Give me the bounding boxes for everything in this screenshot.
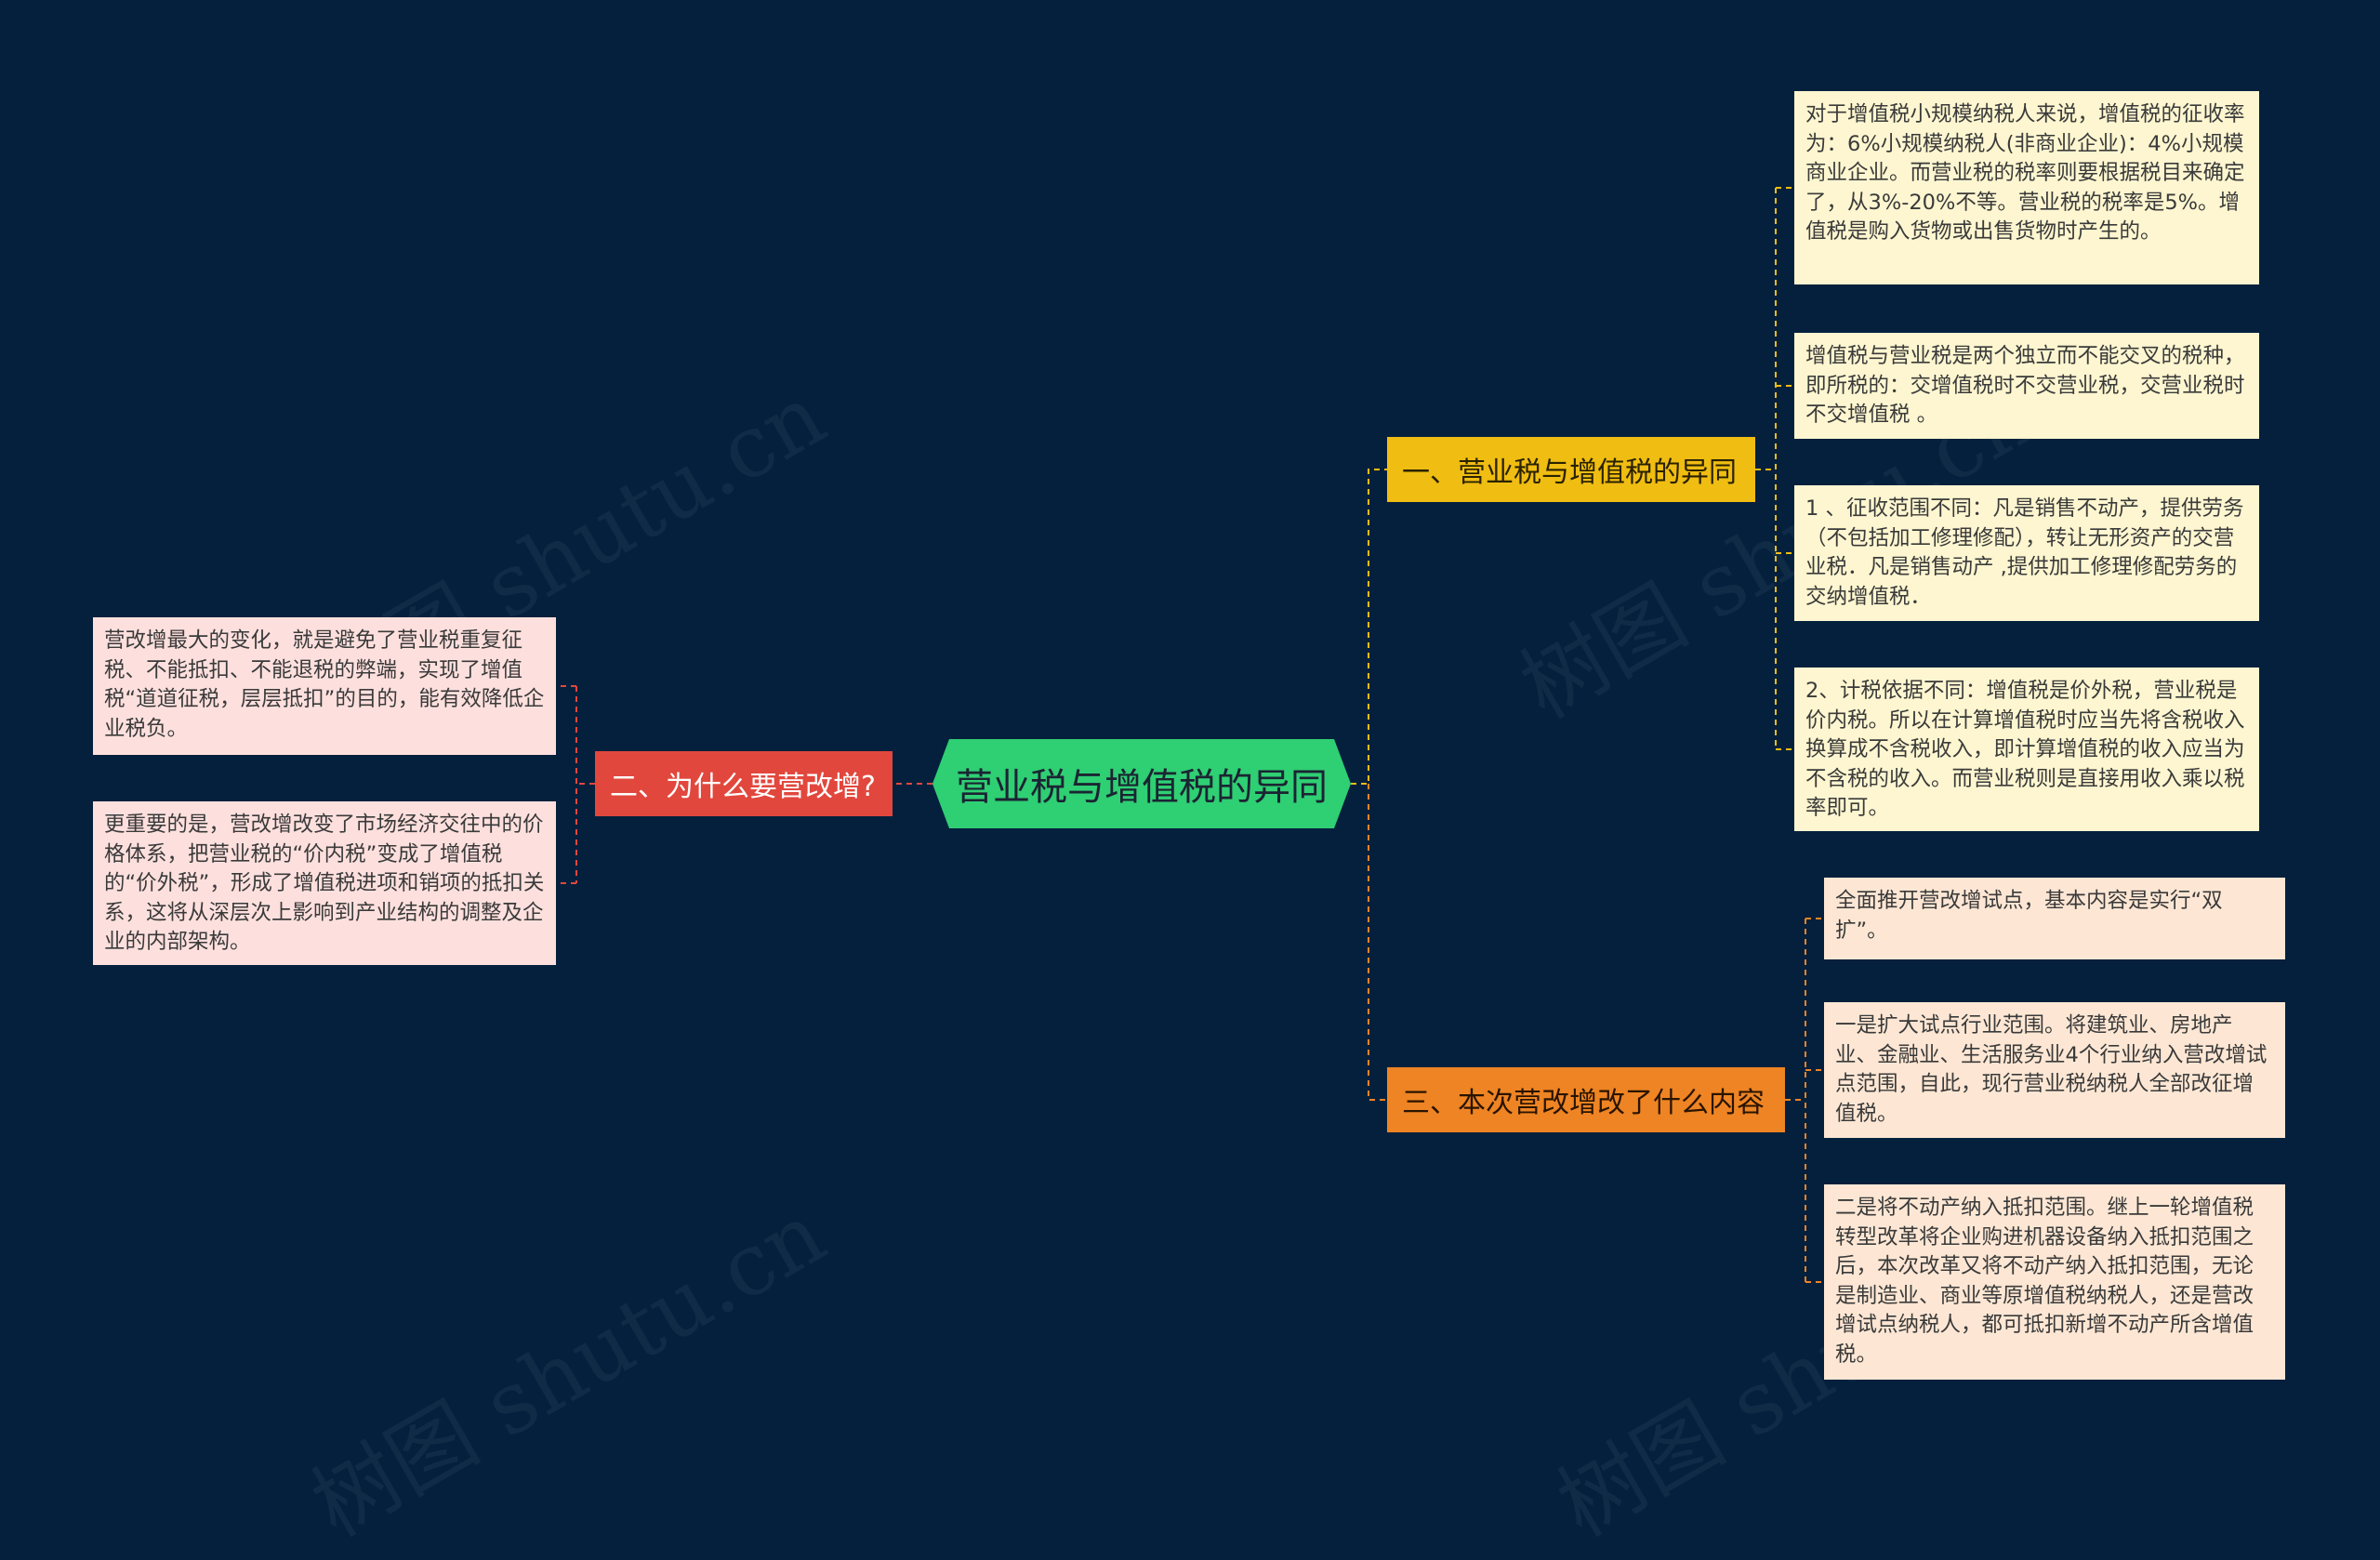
leaf-node-real-estate-deduction[interactable]: 二是将不动产纳入抵扣范围。继上一轮增值税转型改革将企业购进机器设备纳入抵扣范围之… bbox=[1824, 1184, 2285, 1380]
connector-branch1-leaves bbox=[1755, 187, 1794, 750]
branch-node-similarities-differences[interactable]: 一、营业税与增值税的异同 bbox=[1387, 437, 1755, 502]
leaf-node-independent-taxes[interactable]: 增值税与营业税是两个独立而不能交叉的税种，即所税的：交增值税时不交营业税，交营业… bbox=[1794, 333, 2259, 439]
connector-branch3-leaves bbox=[1785, 918, 1824, 1283]
branch-node-why-reform[interactable]: 二、为什么要营改增? bbox=[595, 751, 892, 816]
root-node[interactable]: 营业税与增值税的异同 bbox=[932, 739, 1351, 828]
leaf-node-price-system[interactable]: 更重要的是，营改增改变了市场经济交往中的价格体系，把营业税的“价内税”变成了增值… bbox=[93, 801, 556, 965]
leaf-node-avoid-double-tax[interactable]: 营改增最大的变化，就是避免了营业税重复征税、不能抵扣、不能退税的弊端，实现了增值… bbox=[93, 617, 556, 755]
leaf-node-industry-scope[interactable]: 一是扩大试点行业范围。将建筑业、房地产业、金融业、生活服务业4个行业纳入营改增试… bbox=[1824, 1002, 2285, 1138]
connector-root-branch3 bbox=[1368, 784, 1387, 1101]
leaf-node-basis-difference[interactable]: 2、计税依据不同：增值税是价外税，营业税是价内税。所以在计算增值税时应当先将含税… bbox=[1794, 668, 2259, 831]
leaf-node-scope-difference[interactable]: 1 、征收范围不同：凡是销售不动产，提供劳务（不包括加工修理修配），转让无形资产… bbox=[1794, 485, 2259, 621]
branch-node-reform-content[interactable]: 三、本次营改增改了什么内容 bbox=[1387, 1067, 1785, 1132]
leaf-node-double-expansion[interactable]: 全面推开营改增试点，基本内容是实行“双扩”。 bbox=[1824, 878, 2285, 959]
connector-branch2-leaves bbox=[556, 685, 595, 884]
connector-root-branch1 bbox=[1351, 469, 1387, 785]
mind-map-canvas: 树图 shutu.cn 树图 shutu.cn 树图 shutu.cn 树图 s… bbox=[93, 91, 2285, 1556]
connector-lines bbox=[556, 187, 1824, 1283]
leaf-node-tax-rates[interactable]: 对于增值税小规模纳税人来说，增值税的征收率为：6%小规模纳税人(非商业企业)：4… bbox=[1794, 91, 2259, 284]
